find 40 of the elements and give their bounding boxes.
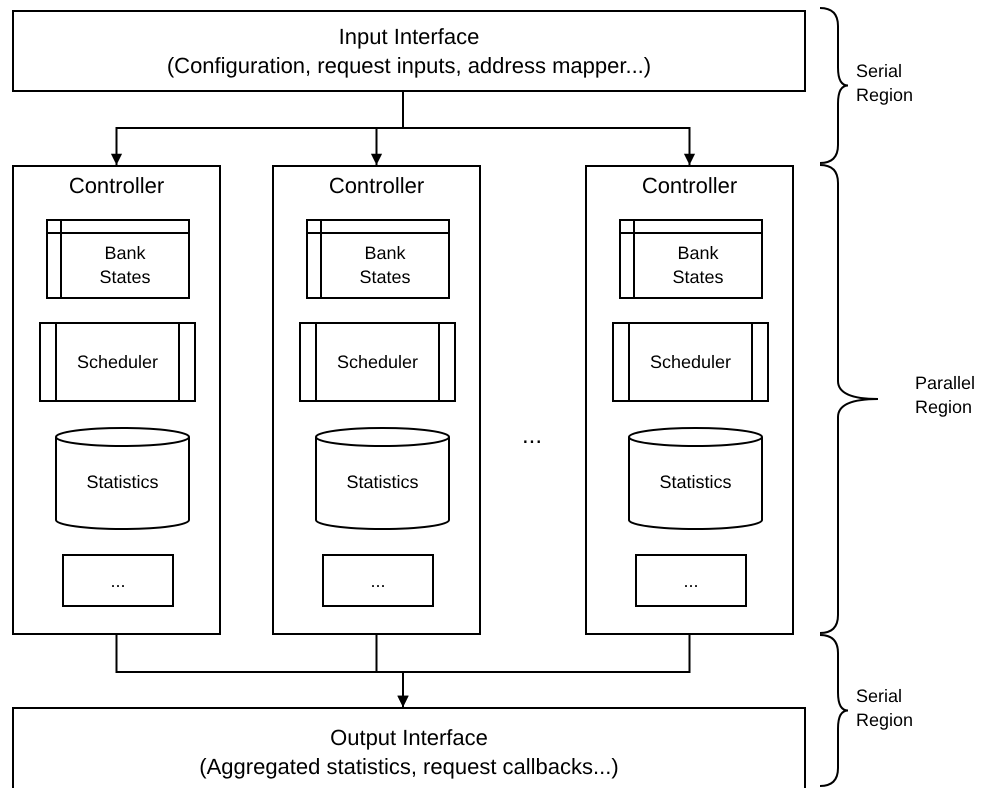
controller-title: Controller <box>68 172 164 200</box>
region-label: Parallel Region <box>915 372 976 419</box>
predefined-process-shape <box>612 322 769 402</box>
component-label: Statistics <box>86 470 159 494</box>
placeholder-box <box>62 554 174 607</box>
component-label: ... <box>683 570 698 592</box>
box-title: Output Interface <box>330 724 488 752</box>
database-cylinder <box>315 428 450 529</box>
ellipsis: ... <box>522 424 544 448</box>
predefined-process-shape <box>39 322 196 402</box>
controller-title: Controller <box>642 172 738 200</box>
component-label: Bank States <box>98 242 152 289</box>
database-cylinder <box>55 428 190 529</box>
controller-box <box>585 165 794 635</box>
component-label: Bank States <box>358 242 412 289</box>
box-description: (Configuration, request inputs, address mapper...) <box>166 52 652 80</box>
region-label: Serial Region <box>856 685 914 732</box>
component-label: ... <box>110 570 126 592</box>
controller-box <box>12 165 221 635</box>
internal-storage-shape <box>619 219 763 299</box>
component-label: Scheduler <box>336 351 418 374</box>
region-label: Serial Region <box>856 60 914 107</box>
placeholder-box <box>322 554 434 607</box>
controller-title: Controller <box>328 172 424 200</box>
component-label: Statistics <box>659 470 732 494</box>
component-label: Bank States <box>671 242 725 289</box>
database-cylinder <box>628 428 763 529</box>
internal-storage-shape <box>306 219 450 299</box>
predefined-process-shape <box>299 322 456 402</box>
component-label: Scheduler <box>650 351 732 374</box>
box-description: (Aggregated statistics, request callbacks...) <box>199 753 619 781</box>
box-title: Input Interface <box>338 23 480 51</box>
internal-storage-shape <box>46 219 190 299</box>
component-label: ... <box>370 570 386 592</box>
controller-box <box>272 165 481 635</box>
component-label: Scheduler <box>76 351 158 374</box>
interface-box <box>12 10 806 92</box>
interface-box <box>12 707 806 788</box>
placeholder-box <box>635 554 747 607</box>
component-label: Statistics <box>346 470 419 494</box>
